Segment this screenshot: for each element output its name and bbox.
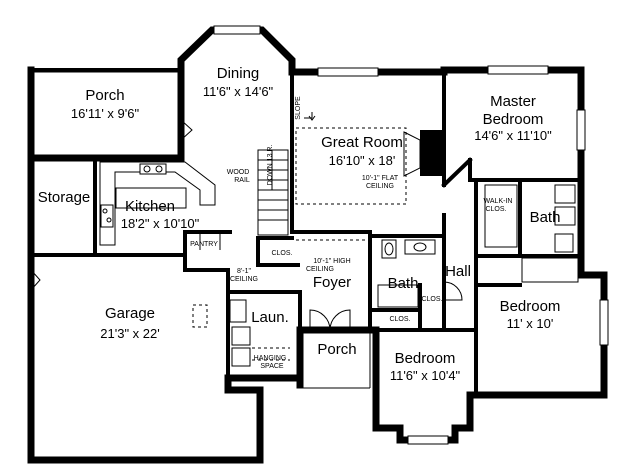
- fireplace: [403, 130, 442, 177]
- dining-dims: 11'6" x 14'6": [203, 84, 274, 99]
- room-labels: Porch 16'11' x 9'6" Dining 11'6" x 14'6"…: [38, 65, 561, 383]
- bedroom-right-dims: 11' x 10': [507, 316, 554, 331]
- great-room-dims: 16'10" x 18': [329, 153, 396, 168]
- storage-name: Storage: [38, 189, 91, 206]
- bedroom-bottom-dims: 11'6" x 10'4": [390, 368, 461, 383]
- walkin-note-2: CLOS.: [485, 206, 506, 213]
- flat-ceiling-note-2: CEILING: [366, 183, 394, 190]
- slope-note: SLOPE: [295, 96, 302, 120]
- pantry-note: PANTRY: [190, 241, 218, 248]
- walkin-note-1: WALK-IN: [484, 198, 513, 205]
- notes: SLOPE WOOD RAIL DOWN 13 R. 10'-1" FLAT C…: [190, 96, 512, 370]
- clos-bath-note: CLOS.: [389, 316, 410, 323]
- bath-fixtures: [377, 184, 579, 308]
- ceiling-8-note-1: 8'-1": [237, 268, 251, 275]
- stairs: [257, 149, 289, 236]
- porch-front-name: Porch: [317, 341, 356, 358]
- ceiling-8-note-2: CEILING: [230, 276, 258, 283]
- interior-walls: [29, 70, 583, 397]
- wood-rail-note-2: RAIL: [234, 177, 250, 184]
- master-bedroom-name-2: Bedroom: [483, 111, 544, 128]
- porch-back-dims: 16'11' x 9'6": [71, 106, 140, 121]
- clos-hall-note: CLOS.: [421, 296, 442, 303]
- wood-rail-note-1: WOOD: [227, 169, 250, 176]
- doors: [30, 119, 463, 331]
- flat-ceiling-note-1: 10'-1" FLAT: [362, 175, 399, 182]
- bedroom-right-name: Bedroom: [500, 298, 561, 315]
- high-ceiling-note-2: CEILING: [306, 266, 334, 273]
- hanging-note-1: HANGING: [254, 355, 287, 362]
- great-room-name: Great Room: [321, 134, 403, 151]
- foyer-name: Foyer: [313, 274, 351, 291]
- porch-back-name: Porch: [85, 87, 124, 104]
- hanging-note-2: SPACE: [260, 363, 284, 370]
- kitchen-dims: 18'2" x 10'10": [121, 216, 200, 231]
- hall-name: Hall: [445, 263, 471, 280]
- laundry-name: Laun.: [251, 309, 289, 326]
- ceiling-lines: [295, 127, 407, 241]
- clos-foyer-note: CLOS.: [271, 250, 292, 257]
- master-bath-name: Bath: [530, 209, 561, 226]
- high-ceiling-note-1: 10'-1" HIGH: [313, 258, 350, 265]
- garage-name: Garage: [105, 305, 155, 322]
- bedroom-bottom-name: Bedroom: [395, 350, 456, 367]
- master-bedroom-name-1: Master: [490, 93, 536, 110]
- dining-name: Dining: [217, 65, 260, 82]
- garage-dims: 21'3" x 22': [100, 326, 159, 341]
- bath-name: Bath: [388, 275, 419, 292]
- kitchen-counters: [99, 161, 216, 246]
- windows: [213, 25, 609, 445]
- down-note: DOWN 13 R.: [267, 145, 274, 186]
- laundry-fixtures: [192, 299, 290, 367]
- master-bedroom-dims: 14'6" x 11'10": [474, 128, 552, 143]
- kitchen-name: Kitchen: [125, 198, 175, 215]
